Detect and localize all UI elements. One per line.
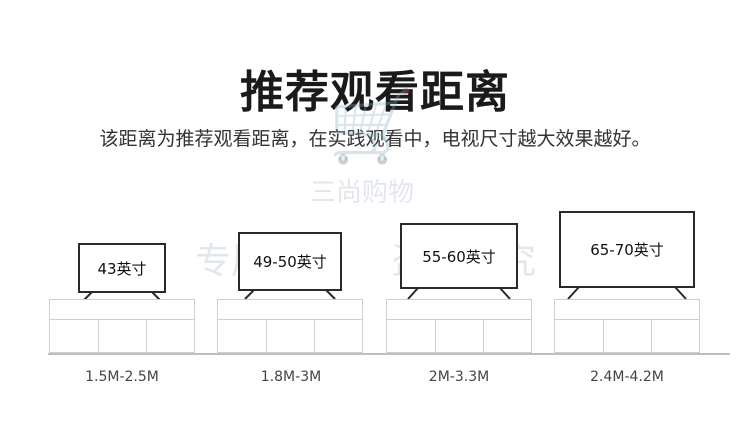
floor-line xyxy=(48,353,730,355)
tv-55-60-screen: 55-60英寸 xyxy=(400,223,518,289)
tv-size-label: 49-50英寸 xyxy=(253,253,327,271)
tv-65-70-screen: 65-70英寸 xyxy=(559,211,695,288)
tv-cabinet xyxy=(217,299,363,353)
tv-49-50-screen: 49-50英寸 xyxy=(238,232,342,291)
tv-cabinet xyxy=(554,299,700,353)
page-title: 推荐观看距离 xyxy=(240,67,510,118)
brand-watermark: 三尚购物 xyxy=(310,178,415,208)
tv-size-label: 43英寸 xyxy=(97,259,147,278)
tv-size-label: 55-60英寸 xyxy=(422,247,496,266)
tv-65-70-stand-icon xyxy=(567,286,687,300)
tv-43-stand-icon xyxy=(83,291,161,301)
page-subtitle: 该距离为推荐观看距离，在实践观看中，电视尺寸越大效果越好。 xyxy=(99,128,651,150)
tv-49-50-stand-icon xyxy=(244,289,336,300)
distance-label: 2M-3.3M xyxy=(428,369,490,385)
distance-label: 1.5M-2.5M xyxy=(85,369,159,385)
tv-cabinet xyxy=(49,299,195,353)
tv-size-label: 65-70英寸 xyxy=(590,241,664,259)
distance-label: 1.8M-3M xyxy=(260,369,322,385)
tv-55-60-stand-icon xyxy=(407,287,511,300)
distance-label: 2.4M-4.2M xyxy=(590,369,664,385)
tv-43-screen: 43英寸 xyxy=(78,243,166,293)
tv-cabinet xyxy=(386,299,532,353)
